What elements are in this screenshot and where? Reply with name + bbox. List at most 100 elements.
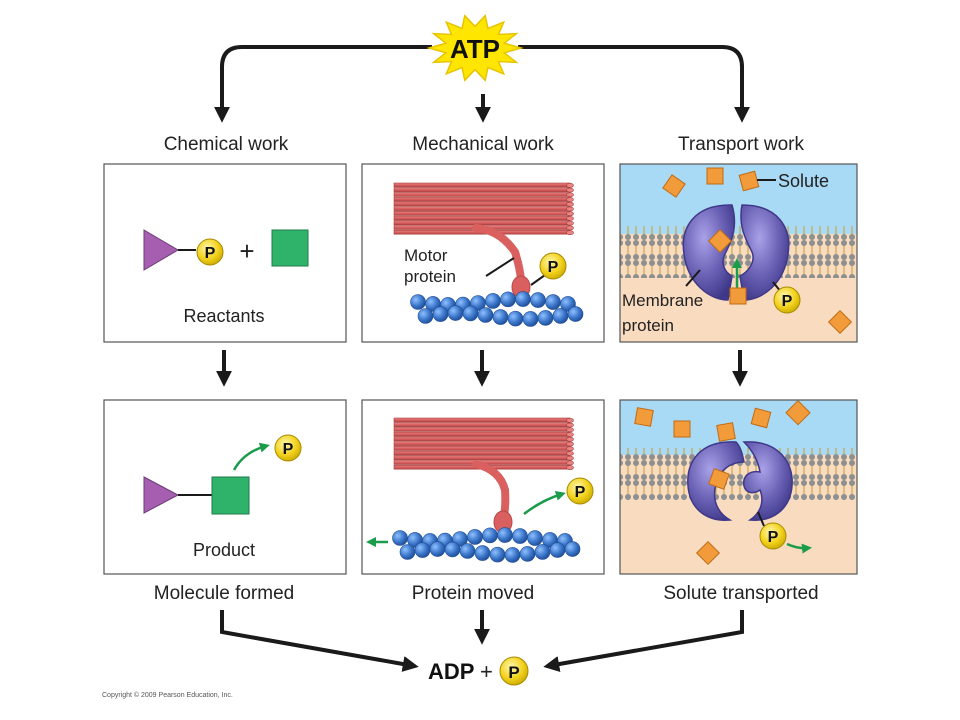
copyright-text: Copyright © 2009 Pearson Education, Inc.	[102, 691, 233, 699]
solute-particle	[716, 422, 736, 442]
membrane-protein-top	[682, 204, 790, 301]
actin-bead	[567, 306, 584, 322]
solute-particle	[785, 399, 811, 426]
solute-particle	[738, 170, 760, 192]
phosphate-transport-top: P	[773, 286, 801, 314]
actin-bead	[467, 529, 483, 545]
solute-particle	[708, 468, 730, 490]
phosphate-mech-bottom: P	[566, 477, 594, 505]
svg-text:P: P	[575, 484, 586, 501]
svg-text:P: P	[768, 529, 779, 546]
product-caption: Product	[193, 540, 255, 560]
motor-protein-neck	[472, 460, 510, 519]
actin-bead	[512, 528, 528, 544]
chemical-product: P Product	[143, 434, 302, 560]
actin-bead	[459, 543, 476, 559]
actin-bead	[485, 293, 501, 309]
transport-top-panel: Solute P Membrane protein	[619, 163, 858, 343]
triangle-molecule	[143, 476, 180, 514]
actin-filament	[410, 291, 584, 327]
solute-particle	[729, 287, 747, 305]
reactants-caption: Reactants	[183, 306, 264, 326]
actin-bead	[482, 527, 498, 544]
actin-bead	[462, 305, 479, 322]
actin-bead	[392, 530, 408, 546]
molecule-formed-caption: Molecule formed	[154, 583, 294, 604]
solute-particle	[707, 228, 733, 254]
solute-particle	[706, 167, 724, 185]
actin-bead	[507, 310, 524, 327]
lipid-bilayer	[620, 226, 857, 278]
actin-bead	[537, 310, 554, 326]
actin-bead	[417, 308, 434, 324]
solute-label: Solute	[778, 171, 829, 191]
square-molecule	[211, 476, 250, 515]
mechanical-top-illustration: P Motor protein	[393, 182, 584, 327]
solute-particle	[662, 174, 686, 198]
motor-protein-label-line1: Motor	[404, 246, 448, 265]
atp-connector-lines	[214, 45, 750, 123]
phosphate-chem-top: P	[196, 238, 224, 266]
adp-label: ADP	[428, 659, 474, 684]
solute-particle	[673, 420, 691, 438]
actin-bead	[545, 294, 561, 310]
release-arrow	[786, 542, 812, 554]
membrane-protein-pointer	[685, 269, 701, 287]
actin-bead	[504, 547, 521, 563]
actin-bead	[474, 545, 491, 561]
actin-filament	[392, 527, 581, 563]
actin-bead	[410, 294, 426, 310]
actin-bead	[522, 311, 539, 327]
actin-bead	[500, 291, 516, 308]
solute-particle	[695, 540, 721, 566]
phosphate-transport-bottom: P	[759, 522, 787, 550]
actin-bead	[534, 544, 551, 560]
actin-bead	[477, 307, 494, 323]
phosphate-chem-bottom: P	[274, 434, 302, 462]
actin-bead	[429, 541, 446, 557]
actin-bead	[444, 541, 461, 558]
atp-label: ATP	[450, 34, 500, 64]
muscle-filament-bundle	[393, 417, 574, 470]
actin-bead	[497, 527, 513, 543]
svg-text:P: P	[782, 293, 793, 310]
svg-text:P: P	[283, 441, 294, 458]
release-arrow	[232, 442, 270, 471]
motor-protein-neck	[472, 224, 525, 284]
actin-bead	[564, 541, 581, 557]
protein-moved-caption: Protein moved	[412, 583, 535, 604]
actin-bead	[447, 305, 464, 321]
step-arrows	[216, 350, 748, 387]
actin-bead	[492, 309, 509, 325]
adp-plus-sign: +	[480, 659, 493, 684]
actin-bead	[549, 542, 566, 558]
transport-bottom-panel: P	[619, 399, 858, 575]
actin-bead	[432, 306, 449, 322]
solute-particle	[750, 407, 772, 429]
transport-work-title: Transport work	[678, 134, 804, 155]
chemical-work-title: Chemical work	[164, 134, 289, 155]
release-arrow	[523, 490, 566, 515]
adp-connector-lines	[220, 610, 744, 672]
membrane-protein-label-line2: protein	[622, 316, 674, 335]
triangle-molecule	[143, 229, 179, 271]
membrane-protein-label-line1: Membrane	[622, 291, 703, 310]
actin-bead	[552, 308, 569, 324]
actin-bead	[515, 291, 531, 307]
square-molecule	[271, 229, 309, 267]
phosphate-bottom: P	[499, 656, 529, 686]
atp-burst: ATP	[426, 14, 524, 82]
actin-bead	[489, 546, 506, 563]
solute-particle	[827, 309, 853, 335]
solute-particle	[634, 407, 654, 427]
actin-bead	[519, 546, 536, 562]
chemical-reactants: P + Reactants	[143, 229, 309, 326]
plus-sign: +	[239, 236, 254, 266]
actin-bead	[527, 530, 543, 546]
actin-bead	[414, 542, 431, 558]
motor-protein-pointer	[485, 257, 515, 277]
motor-protein-label-line2: protein	[404, 267, 456, 286]
adp-plus-phosphate: ADP + P	[428, 656, 529, 686]
actin-bead	[530, 292, 546, 308]
